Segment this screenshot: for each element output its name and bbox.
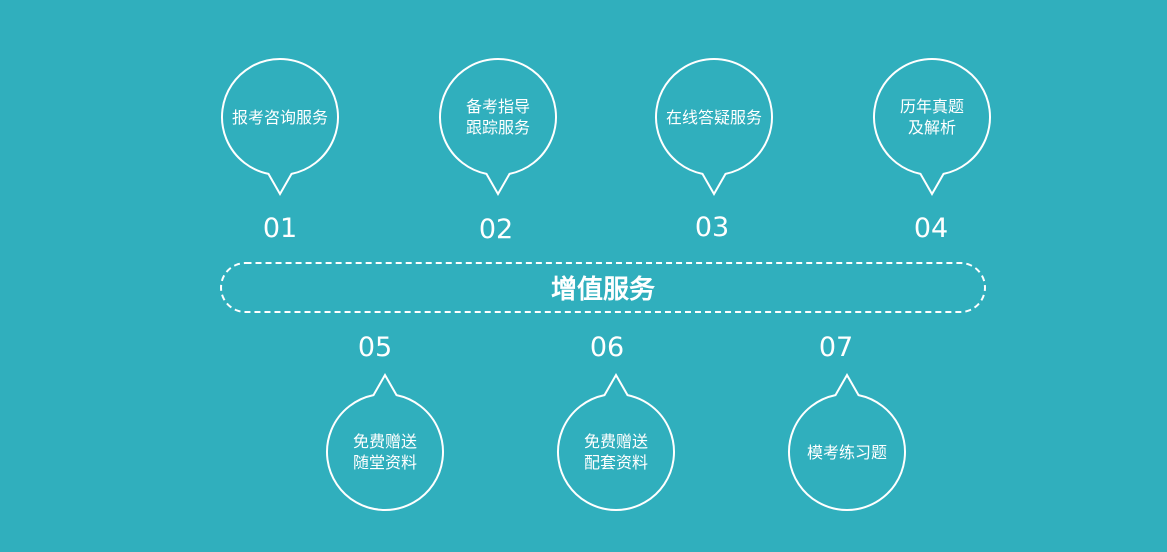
bubble-label: 免费赠送配套资料: [562, 412, 670, 492]
bubble-outline: [221, 58, 339, 197]
bubble-label-line: 配套资料: [583, 453, 648, 472]
bubble-label-line: 历年真题: [899, 97, 964, 116]
bubble-outline: [873, 58, 991, 197]
bubble-label-line: 模考练习题: [806, 442, 887, 462]
step-number: 07: [818, 332, 854, 363]
bubble-label: 历年真题及解析: [878, 77, 986, 157]
bubble-outline: [557, 372, 675, 511]
bubble-outline: [655, 58, 773, 197]
bubble-label-line: 跟踪服务: [465, 118, 530, 137]
dashed-title-pill: 增值服务: [220, 262, 986, 313]
bubble-label: 在线答疑服务: [660, 77, 768, 157]
bubble-outline: [439, 58, 557, 197]
bubble-outline: [326, 372, 444, 511]
bubble-label: 免费赠送随堂资料: [331, 412, 439, 492]
bubble-label-line: 免费赠送: [352, 432, 417, 451]
step-number: 01: [262, 213, 298, 244]
step-number: 04: [913, 213, 949, 244]
bubble-label-line: 备考指导: [465, 97, 530, 116]
diagram-title: 增值服务: [550, 275, 655, 305]
step-number: 06: [589, 332, 625, 363]
bubble-label: 报考咨询服务: [226, 77, 334, 157]
bubble-label: 备考指导跟踪服务: [444, 77, 552, 157]
step-number: 03: [694, 212, 730, 243]
bubble-label-line: 及解析: [907, 118, 956, 137]
bubble-label-line: 免费赠送: [583, 432, 648, 451]
bubble-label-line: 报考咨询服务: [231, 107, 328, 127]
bubble-label-line: 随堂资料: [352, 453, 417, 472]
bubble-label-line: 在线答疑服务: [665, 107, 762, 127]
step-number: 02: [478, 214, 514, 245]
step-number: 05: [357, 332, 393, 363]
bubble-label: 模考练习题: [793, 412, 901, 492]
bubble-outline: [788, 372, 906, 511]
